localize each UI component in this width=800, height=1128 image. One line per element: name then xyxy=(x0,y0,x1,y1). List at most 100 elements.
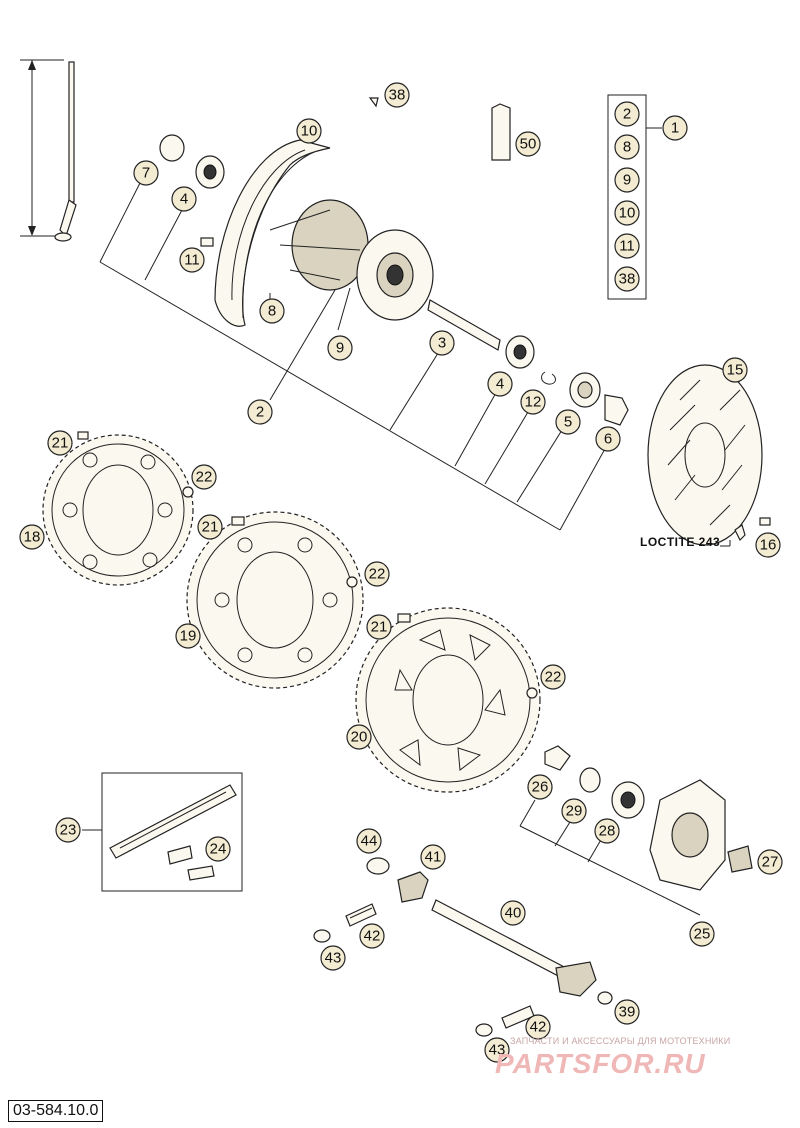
svg-text:43: 43 xyxy=(325,950,342,967)
svg-text:2: 2 xyxy=(256,404,264,421)
callout-20: 20 xyxy=(346,724,372,750)
callout-12: 12 xyxy=(520,389,546,415)
callout-38: 38 xyxy=(384,82,410,108)
callout-16: 16 xyxy=(755,532,781,558)
svg-text:29: 29 xyxy=(566,803,583,820)
callout-29: 29 xyxy=(561,798,587,824)
callout-19: 19 xyxy=(175,623,201,649)
loctite-note: LOCTITE 243 xyxy=(640,535,721,549)
watermark-logo: PARTSFOR.RU xyxy=(495,1048,706,1079)
svg-text:25: 25 xyxy=(694,926,711,943)
svg-text:23: 23 xyxy=(60,822,77,839)
callout-1: 1 xyxy=(662,115,688,141)
callout-6: 6 xyxy=(595,426,621,452)
svg-text:41: 41 xyxy=(425,849,442,866)
callout-28: 28 xyxy=(594,818,620,844)
callout-24: 24 xyxy=(205,836,231,862)
svg-text:2: 2 xyxy=(623,106,631,123)
svg-text:42: 42 xyxy=(530,1019,547,1036)
svg-text:12: 12 xyxy=(525,394,542,411)
svg-text:22: 22 xyxy=(545,669,562,686)
svg-text:42: 42 xyxy=(364,928,381,945)
cush-drive-illustration xyxy=(544,745,753,891)
callout-50: 50 xyxy=(515,131,541,157)
callout-43a: 43 xyxy=(320,945,346,971)
svg-text:9: 9 xyxy=(623,172,631,189)
axle-illustration xyxy=(313,857,613,1037)
svg-text:44: 44 xyxy=(361,833,378,850)
callout-22a: 22 xyxy=(191,464,217,490)
svg-text:10: 10 xyxy=(301,123,318,140)
svg-text:20: 20 xyxy=(351,729,368,746)
svg-text:16: 16 xyxy=(760,537,777,554)
svg-text:7: 7 xyxy=(142,165,150,182)
callout-4a: 4 xyxy=(171,186,197,212)
callout-27: 27 xyxy=(757,849,783,875)
callout-23: 23 xyxy=(55,817,81,843)
svg-text:1: 1 xyxy=(671,120,679,137)
hub-parts-illustration xyxy=(159,97,629,426)
svg-text:40: 40 xyxy=(505,905,522,922)
svg-text:24: 24 xyxy=(210,841,227,858)
callout-42b: 42 xyxy=(525,1014,551,1040)
callout-21b: 21 xyxy=(197,514,223,540)
sprocket-19-illustration xyxy=(186,511,364,689)
drawing-code-label: 03-584.10.0 xyxy=(8,1100,104,1122)
kit-item-8: 8 xyxy=(614,134,640,160)
callout-7: 7 xyxy=(133,160,159,186)
svg-text:8: 8 xyxy=(268,303,276,320)
callout-2: 2 xyxy=(247,399,273,425)
svg-text:50: 50 xyxy=(520,136,537,153)
rim-illustration xyxy=(214,139,331,327)
svg-text:27: 27 xyxy=(762,854,779,871)
svg-text:21: 21 xyxy=(371,619,388,636)
svg-text:4: 4 xyxy=(180,191,188,208)
chain-box-illustration xyxy=(101,772,243,892)
callout-43b: 43 xyxy=(484,1037,510,1063)
callout-3: 3 xyxy=(429,330,455,356)
svg-text:22: 22 xyxy=(196,469,213,486)
callout-5: 5 xyxy=(555,409,581,435)
svg-text:18: 18 xyxy=(24,529,41,546)
callout-42a: 42 xyxy=(359,923,385,949)
hub-illustration xyxy=(269,199,434,321)
leader-lines xyxy=(82,182,731,916)
sprocket-bolts-illustration xyxy=(77,431,538,699)
callout-10: 10 xyxy=(296,118,322,144)
svg-text:11: 11 xyxy=(184,252,200,269)
svg-text:8: 8 xyxy=(623,139,631,156)
callout-21a: 21 xyxy=(47,430,73,456)
callout-39: 39 xyxy=(614,999,640,1025)
svg-text:6: 6 xyxy=(604,431,612,448)
svg-text:28: 28 xyxy=(599,823,616,840)
svg-text:21: 21 xyxy=(202,519,219,536)
svg-text:9: 9 xyxy=(336,340,344,357)
svg-text:19: 19 xyxy=(180,628,197,645)
svg-text:4: 4 xyxy=(496,376,504,393)
kit-item-38: 38 xyxy=(614,266,640,292)
svg-text:39: 39 xyxy=(619,1004,636,1021)
callout-21c: 21 xyxy=(366,614,392,640)
svg-text:3: 3 xyxy=(438,335,446,352)
spoke-illustration xyxy=(20,59,77,242)
kit-item-9: 9 xyxy=(614,167,640,193)
callout-40: 40 xyxy=(500,900,526,926)
callout-26: 26 xyxy=(527,774,553,800)
kit-item-11: 11 xyxy=(614,233,640,259)
svg-text:21: 21 xyxy=(52,435,69,452)
brake-disc-illustration xyxy=(647,364,771,546)
callout-4b: 4 xyxy=(487,371,513,397)
callout-18: 18 xyxy=(19,524,45,550)
svg-text:15: 15 xyxy=(727,362,744,379)
callout-22c: 22 xyxy=(540,664,566,690)
svg-text:5: 5 xyxy=(564,414,572,431)
callout-8: 8 xyxy=(259,298,285,324)
callout-41: 41 xyxy=(420,844,446,870)
callout-25: 25 xyxy=(689,921,715,947)
watermark-tagline: ЗАПЧАСТИ И АКСЕССУАРЫ ДЛЯ МОТОТЕХНИКИ xyxy=(510,1036,731,1046)
callout-22b: 22 xyxy=(364,561,390,587)
callout-44: 44 xyxy=(356,828,382,854)
svg-text:38: 38 xyxy=(389,87,406,104)
callout-15: 15 xyxy=(722,357,748,383)
